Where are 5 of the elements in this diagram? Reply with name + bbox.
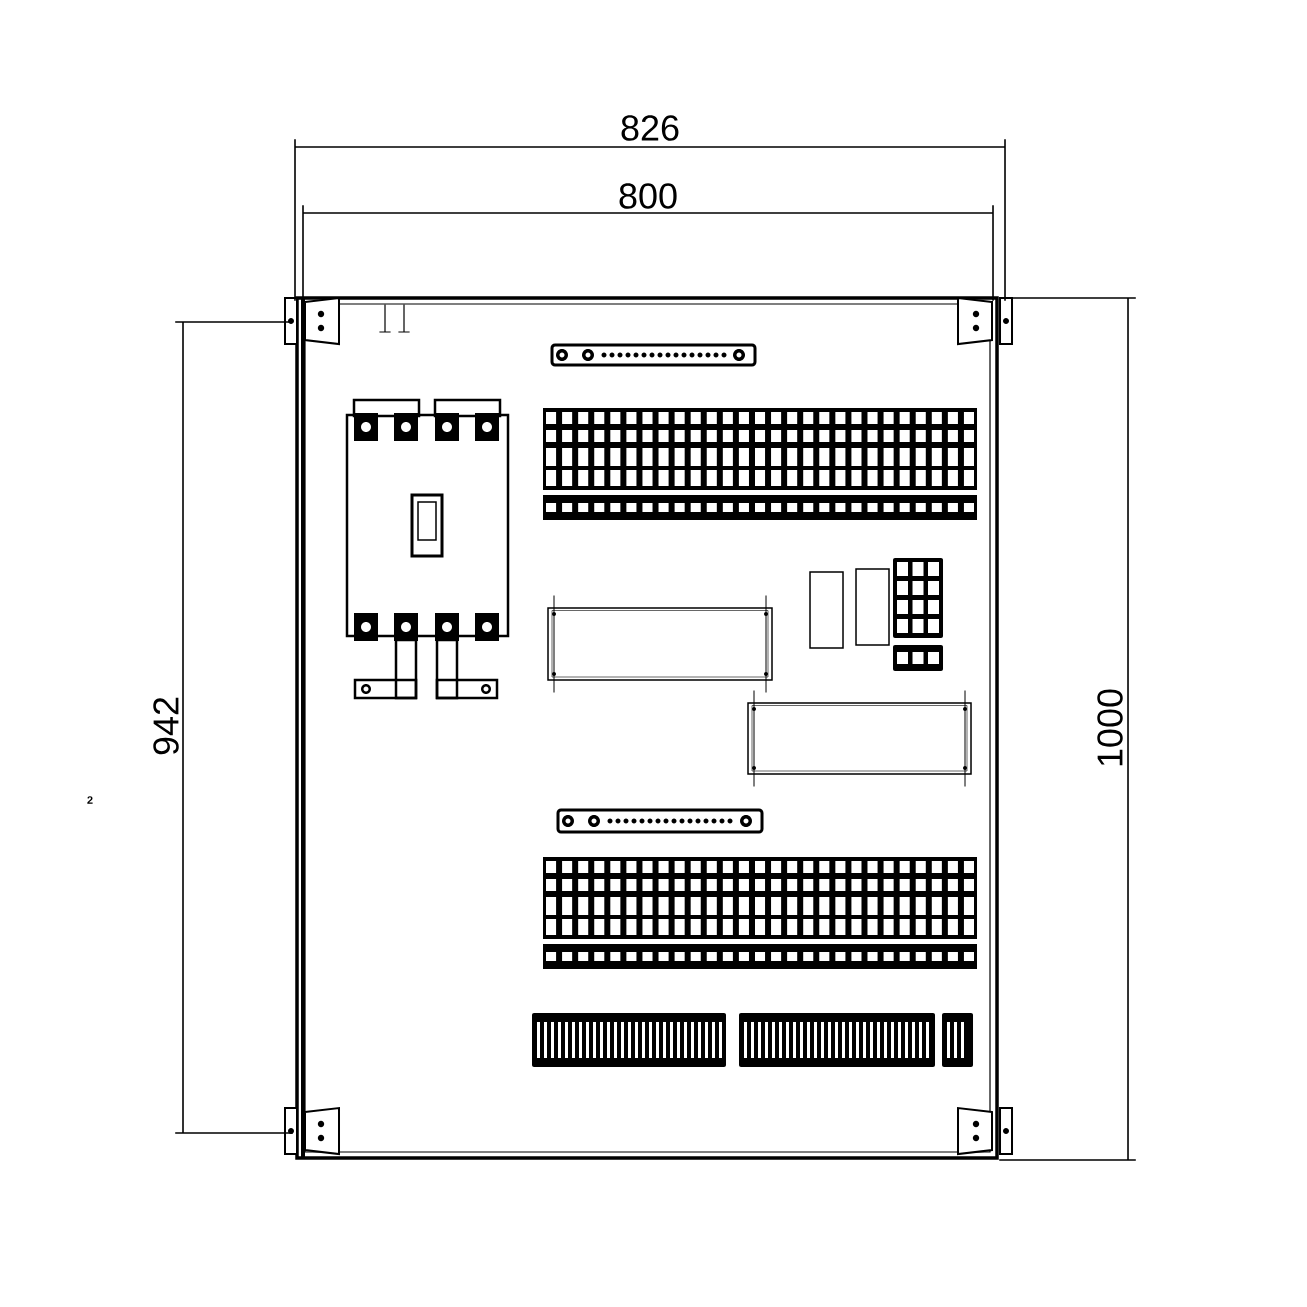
note-number: 2: [87, 796, 93, 804]
dimension-label: 800: [619, 183, 677, 209]
dimension-label: 826: [621, 115, 679, 141]
dimension-label: 1000: [1097, 689, 1123, 766]
dimension-label: 942: [153, 697, 179, 755]
